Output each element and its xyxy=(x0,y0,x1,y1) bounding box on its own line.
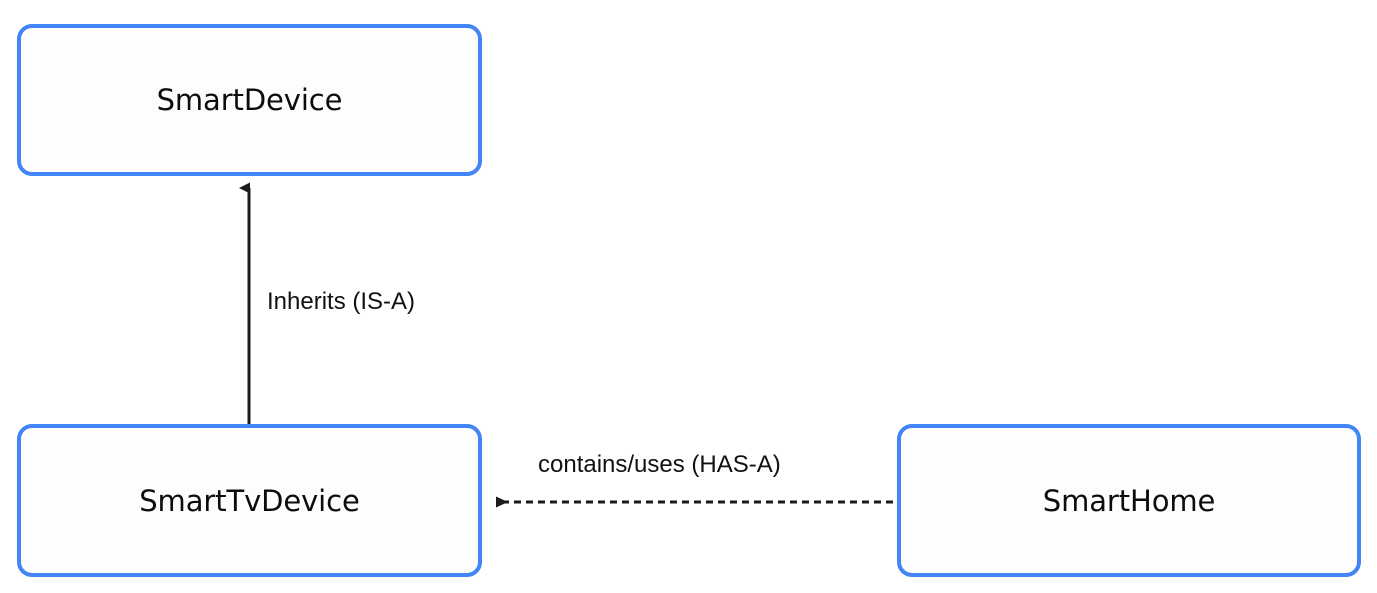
node-smartdevice[interactable]: SmartDevice xyxy=(17,24,482,176)
node-smarttvdevice[interactable]: SmartTvDevice xyxy=(17,424,482,577)
node-smarthome-label: SmartHome xyxy=(1042,483,1216,518)
node-smarttvdevice-label: SmartTvDevice xyxy=(139,483,360,518)
node-smarthome[interactable]: SmartHome xyxy=(897,424,1361,577)
edge-label-inherits: Inherits (IS-A) xyxy=(263,288,420,316)
node-smartdevice-label: SmartDevice xyxy=(156,83,343,117)
edge-label-contains: contains/uses (HAS-A) xyxy=(534,451,785,479)
